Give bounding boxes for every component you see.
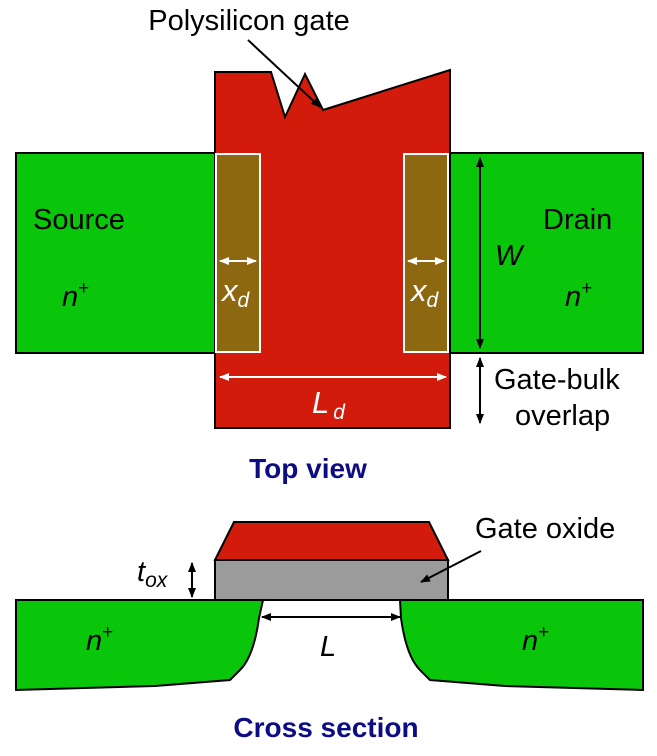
source-label: Source	[33, 204, 125, 236]
gate-bulk-overlap-label-line1: Gate-bulk	[494, 364, 620, 396]
gate-bulk-overlap-label-line2: overlap	[515, 400, 610, 432]
top-view: Polysilicon gate Source n+ Drain n+ xd x…	[15, 5, 644, 484]
oxide-label-leader	[420, 550, 482, 583]
drain-doping: n+	[565, 278, 592, 313]
left-diffusion-region	[15, 599, 265, 692]
gate-label-leader	[247, 39, 321, 108]
cross-section-title: Cross section	[233, 712, 418, 743]
overlap-region-left	[215, 153, 261, 353]
xd-label-right: xd	[409, 273, 440, 312]
gate-oxide	[214, 559, 449, 601]
polysilicon-gate	[214, 68, 451, 429]
right-region-doping: n+	[522, 622, 549, 657]
left-region-doping: n+	[86, 622, 113, 657]
drain-region	[449, 152, 644, 354]
gate-oxide-label: Gate oxide	[475, 513, 615, 545]
tox-label: tox	[137, 556, 169, 592]
width-label: W	[495, 240, 525, 272]
gate-label: Polysilicon gate	[148, 5, 350, 37]
right-diffusion-region	[398, 599, 644, 692]
source-region	[15, 152, 217, 354]
overlap-region-right	[403, 153, 449, 353]
xd-label-left: xd	[220, 273, 251, 312]
top-view-title: Top view	[249, 453, 367, 484]
cross-section-gate	[213, 521, 450, 561]
cross-section: Gate oxide tox n+ n+ L Cross section	[15, 513, 644, 743]
source-doping: n+	[62, 278, 89, 313]
drain-label: Drain	[543, 204, 612, 236]
channel-length-label: L	[320, 631, 336, 663]
